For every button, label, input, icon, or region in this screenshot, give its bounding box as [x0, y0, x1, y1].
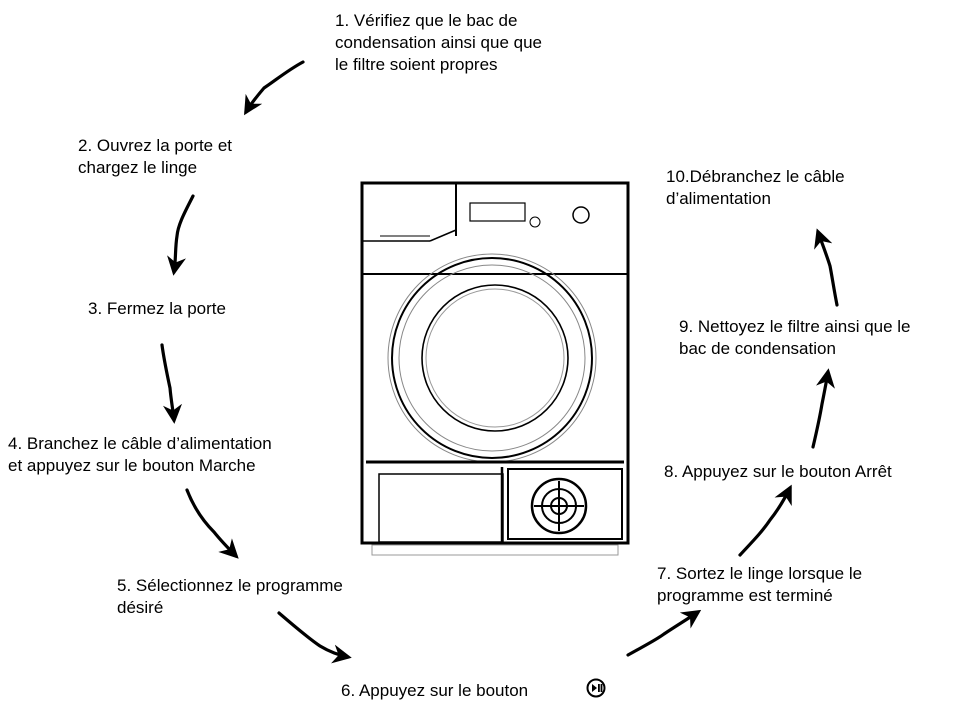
- arrow-2-to-3: [167, 194, 195, 276]
- step-8-press-stop: 8. Appuyez sur le bouton Arrêt: [664, 462, 892, 481]
- arrow-1-to-2: [244, 60, 305, 116]
- arrow-3-to-4: [160, 343, 183, 424]
- step-5-select-program: 5. Sélectionnez le programme désiré: [117, 576, 343, 617]
- step-6-press-start: 6. Appuyez sur le bouton: [341, 681, 529, 700]
- arrow-7-to-8: [738, 484, 792, 557]
- step-3-close-door: 3. Fermez la porte: [88, 299, 226, 318]
- indicator-light: [529, 216, 541, 228]
- display-panel: [469, 202, 526, 222]
- arrow-8-to-9: [811, 368, 835, 449]
- start-pause-icon: [586, 678, 606, 698]
- step-9-clean-filter-tank: 9. Nettoyez le filtre ainsi que le bac d…: [679, 317, 911, 358]
- arrow-6-to-7: [626, 609, 702, 657]
- step-10-unplug-power-cable: 10.Débranchez le câble d’alimentation: [666, 167, 845, 208]
- step-4-plug-in-power-on: 4. Branchez le câble d’alimentation et a…: [8, 434, 272, 475]
- arrow-5-to-6: [277, 611, 352, 664]
- step-7-remove-laundry: 7. Sortez le linge lorsque le programme …: [657, 564, 863, 605]
- filter-panel: [507, 468, 623, 540]
- arrow-9-to-10: [814, 228, 839, 307]
- condensation-tank-panel: [378, 473, 504, 543]
- door: [387, 253, 597, 463]
- step-1-check-tank-filter: 1. Vérifiez que le bac de condensation a…: [335, 11, 542, 74]
- step-2-open-door-load: 2. Ouvrez la porte et chargez le linge: [78, 136, 233, 177]
- fan-grille: [530, 477, 588, 535]
- tumble-dryer-illustration: [360, 181, 630, 556]
- program-knob: [572, 206, 590, 224]
- arrow-4-to-5: [185, 488, 239, 559]
